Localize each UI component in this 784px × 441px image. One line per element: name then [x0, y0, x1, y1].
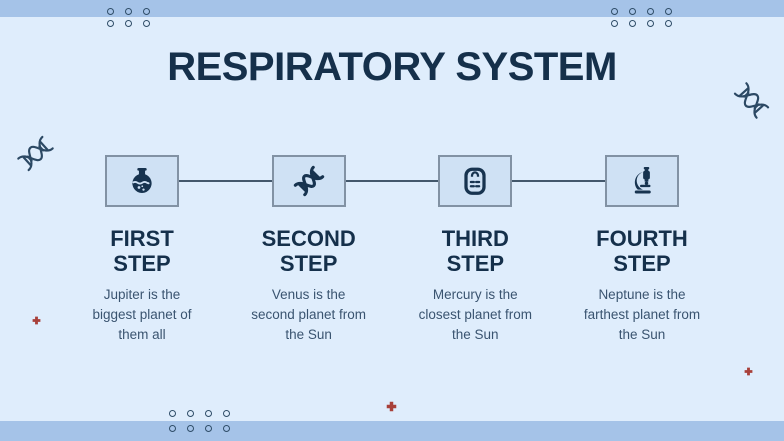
- plus-icon: [386, 401, 397, 412]
- step-description: Neptune is the farthest planet from the …: [583, 287, 701, 342]
- plus-icon: [32, 316, 41, 325]
- bottom-band: [0, 421, 784, 441]
- step-heading: FOURTH STEP: [596, 226, 688, 276]
- step-column: FOURTH STEP Neptune is the farthest plan…: [567, 155, 717, 345]
- flask-icon: [132, 168, 152, 193]
- dots-pattern-top-left: [107, 8, 150, 27]
- step-heading-line: SECOND: [261, 226, 356, 251]
- step-heading-line: STEP: [613, 251, 671, 276]
- dna-icon: [293, 165, 324, 197]
- plus-icon: [744, 367, 753, 376]
- steps-timeline: FIRST STEP Jupiter is the biggest planet…: [67, 155, 717, 345]
- dna-icon: [733, 82, 770, 119]
- step-column: THIRD STEP Mercury is the closest planet…: [400, 155, 550, 345]
- dots-pattern-bottom: [169, 410, 230, 432]
- step-column: SECOND STEP Venus is the second planet f…: [234, 155, 384, 345]
- step-description: Mercury is the closest planet from the S…: [418, 287, 532, 342]
- top-band: [0, 0, 784, 17]
- step-description: Venus is the second planet from the Sun: [251, 287, 367, 342]
- first-aid-kit-icon: [464, 167, 486, 195]
- dots-pattern-top-right: [611, 8, 672, 27]
- step-icon-box: [271, 155, 346, 207]
- step-heading: SECOND STEP: [262, 226, 356, 276]
- step-heading-line: STEP: [113, 251, 171, 276]
- step-icon-box: [604, 155, 679, 207]
- step-heading-line: FOURTH: [596, 226, 688, 251]
- microscope-icon: [634, 167, 651, 194]
- timeline-connector: [142, 180, 642, 182]
- step-column: FIRST STEP Jupiter is the biggest planet…: [67, 155, 217, 345]
- step-icon-box: [105, 155, 179, 207]
- step-heading-line: STEP: [279, 251, 338, 276]
- step-heading: FIRST STEP: [110, 226, 174, 276]
- step-heading: THIRD STEP: [442, 226, 509, 276]
- step-heading-line: STEP: [446, 251, 505, 276]
- dna-icon: [17, 135, 54, 172]
- step-heading-line: FIRST: [110, 226, 174, 251]
- step-icon-box: [438, 155, 513, 207]
- step-description: Jupiter is the biggest planet of them al…: [92, 287, 192, 342]
- slide-title: RESPIRATORY SYSTEM: [167, 45, 617, 89]
- step-heading-line: THIRD: [441, 226, 509, 251]
